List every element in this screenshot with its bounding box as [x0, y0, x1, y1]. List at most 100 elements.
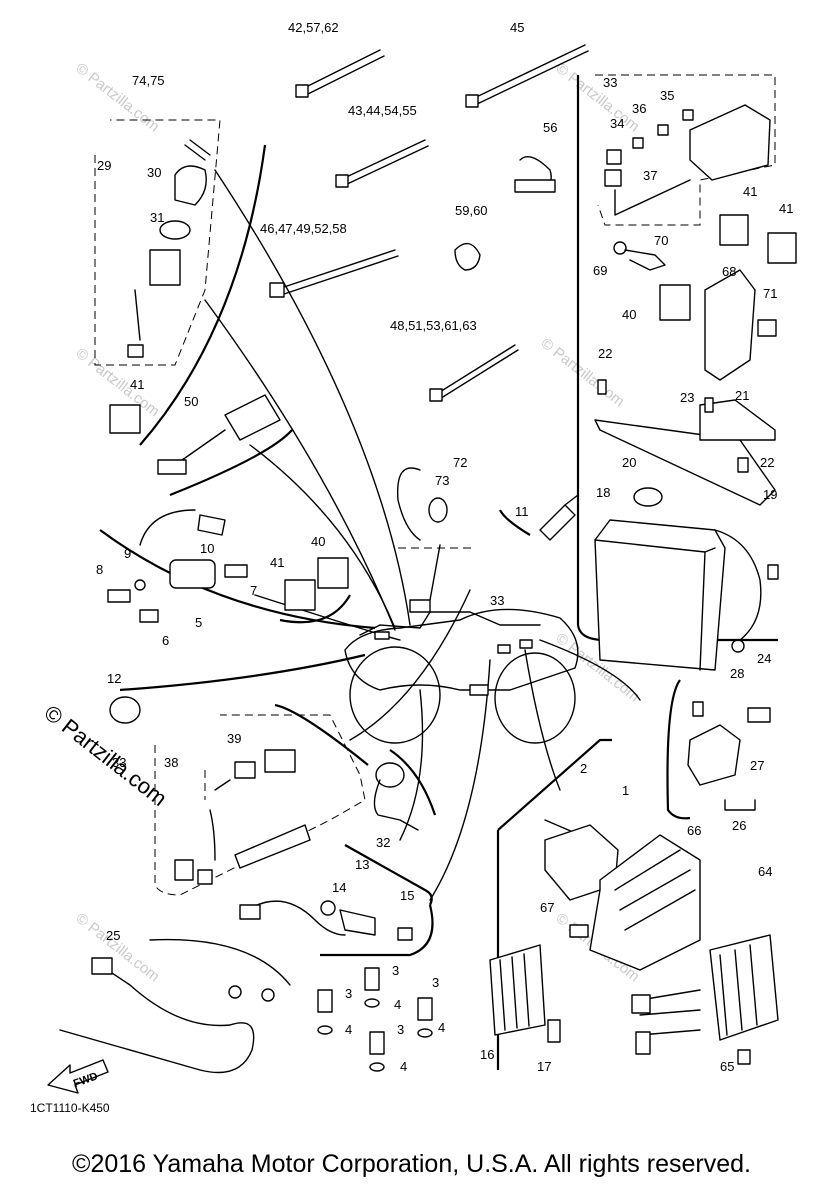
label-41-mid: 41 — [270, 555, 284, 570]
label-35: 35 — [660, 88, 674, 103]
label-3d: 3 — [397, 1022, 404, 1037]
relay-41-mid — [284, 579, 316, 611]
rectifier-16 — [489, 944, 561, 1043]
relay-40-mid — [317, 557, 349, 589]
label-33-top: 33 — [603, 75, 617, 90]
label-46-47-49-52-58: 46,47,49,52,58 — [260, 221, 347, 236]
label-48-51-53-61-63: 48,51,53,61,63 — [390, 318, 477, 333]
sensor-32 — [373, 762, 419, 831]
label-69: 69 — [593, 263, 607, 278]
label-26: 26 — [732, 818, 746, 833]
label-3a: 3 — [345, 986, 352, 1001]
label-27: 27 — [750, 758, 764, 773]
label-4d: 4 — [400, 1059, 407, 1074]
label-1: 1 — [622, 783, 629, 798]
sensor-13-assembly — [239, 900, 413, 941]
label-31: 31 — [150, 210, 164, 225]
label-43-44-54-55: 43,44,54,55 — [348, 103, 417, 118]
label-19: 19 — [763, 487, 777, 502]
fuse-box-group — [595, 74, 797, 264]
component-12 — [109, 696, 141, 724]
label-64: 64 — [758, 864, 772, 879]
starter-relay-26 — [687, 701, 771, 811]
label-9: 9 — [124, 546, 131, 561]
main-switch-assembly — [94, 119, 221, 366]
label-32: 32 — [376, 835, 390, 850]
label-40-r: 40 — [622, 307, 636, 322]
label-17: 17 — [537, 1059, 551, 1074]
label-41-r2: 41 — [779, 201, 793, 216]
label-8: 8 — [96, 562, 103, 577]
battery-box-group — [594, 379, 779, 671]
label-4b: 4 — [394, 997, 401, 1012]
sensor-72-73 — [396, 467, 475, 549]
label-36: 36 — [632, 101, 646, 116]
label-29: 29 — [97, 158, 111, 173]
label-42-57-62: 42,57,62 — [288, 20, 339, 35]
label-59-60: 59,60 — [455, 203, 488, 218]
relay-bracket-group — [613, 241, 777, 381]
label-38: 38 — [164, 755, 178, 770]
label-73: 73 — [435, 473, 449, 488]
label-18: 18 — [596, 485, 610, 500]
spark-plug-11 — [539, 494, 579, 541]
label-23: 23 — [680, 390, 694, 405]
label-25: 25 — [106, 928, 120, 943]
watermark: © Partzilla.com — [73, 910, 163, 986]
label-70: 70 — [654, 233, 668, 248]
label-7: 7 — [250, 583, 257, 598]
label-30: 30 — [147, 165, 161, 180]
label-3b: 3 — [392, 963, 399, 978]
component-50 — [157, 394, 281, 475]
diagram-code: 1CT1110-K450 — [30, 1101, 110, 1115]
label-16: 16 — [480, 1047, 494, 1062]
label-41-r1: 41 — [743, 184, 757, 199]
label-67: 67 — [540, 900, 554, 915]
label-21: 21 — [735, 388, 749, 403]
atv-illustration — [344, 599, 579, 744]
label-13: 13 — [355, 857, 369, 872]
label-22a: 22 — [598, 346, 612, 361]
copyright-notice: ©2016 Yamaha Motor Corporation, U.S.A. A… — [72, 1150, 751, 1178]
label-20: 20 — [622, 455, 636, 470]
callout-lines — [99, 75, 778, 1070]
label-37: 37 — [643, 168, 657, 183]
label-14: 14 — [332, 880, 346, 895]
label-45: 45 — [510, 20, 524, 35]
watermark: © Partzilla.com — [553, 60, 643, 136]
battery-cable-25 — [59, 938, 291, 1074]
label-3c: 3 — [432, 975, 439, 990]
starter-relay-group — [107, 509, 248, 623]
label-10: 10 — [200, 541, 214, 556]
watermark: © Partzilla.com — [538, 335, 628, 411]
label-72: 72 — [453, 455, 467, 470]
label-28: 28 — [730, 666, 744, 681]
label-15: 15 — [400, 888, 414, 903]
label-11: 11 — [515, 504, 529, 519]
part-labels: 42,57,62 45 74,75 43,44,54,55 56 29 30 3… — [96, 20, 793, 1074]
label-22b: 22 — [760, 455, 774, 470]
cable-ties — [269, 44, 589, 402]
fwd-arrow-icon: FWD — [47, 1059, 109, 1094]
label-40-mid: 40 — [311, 534, 325, 549]
label-41-left: 41 — [130, 377, 144, 392]
label-33-box: 33 — [112, 755, 126, 770]
watermark: © Partzilla.com — [73, 60, 163, 136]
label-66: 66 — [687, 823, 701, 838]
label-34: 34 — [610, 116, 624, 131]
label-6: 6 — [162, 633, 169, 648]
label-56: 56 — [543, 120, 557, 135]
regulator-64 — [631, 934, 779, 1065]
bolts-group — [317, 967, 433, 1072]
label-50: 50 — [184, 394, 198, 409]
label-4a: 4 — [345, 1022, 352, 1037]
label-65: 65 — [720, 1059, 734, 1074]
label-68: 68 — [722, 264, 736, 279]
label-24: 24 — [757, 651, 771, 666]
bracket-66 — [569, 834, 701, 971]
label-71: 71 — [763, 286, 777, 301]
sub-harness-group — [154, 714, 366, 896]
label-74-75: 74,75 — [132, 73, 165, 88]
label-33-mid: 33 — [490, 593, 504, 608]
